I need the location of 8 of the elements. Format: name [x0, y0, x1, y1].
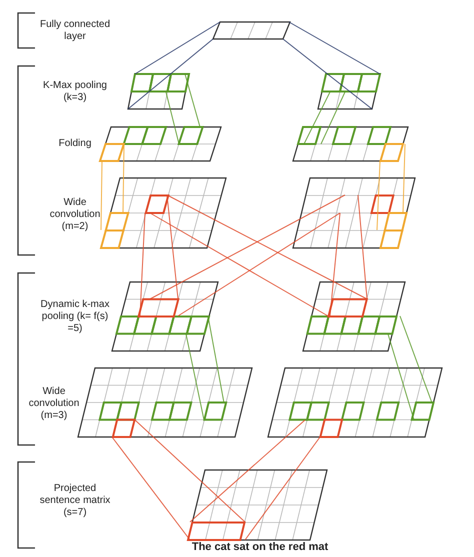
layer-label: Fully connected layer: [38, 19, 112, 43]
layer-label: K-Max pooling (k=3): [42, 80, 108, 104]
layer-label: Folding: [58, 138, 92, 150]
layer-label: Wide convolution (m=2): [48, 197, 102, 233]
layer-label: Wide convolution (m=3): [28, 386, 80, 422]
sentence-caption: The cat sat on the red mat: [190, 541, 330, 554]
layer-label: Dynamic k-max pooling (k= f(s) =5): [40, 299, 110, 335]
layer-label: Projected sentence matrix (s=7): [38, 483, 112, 519]
